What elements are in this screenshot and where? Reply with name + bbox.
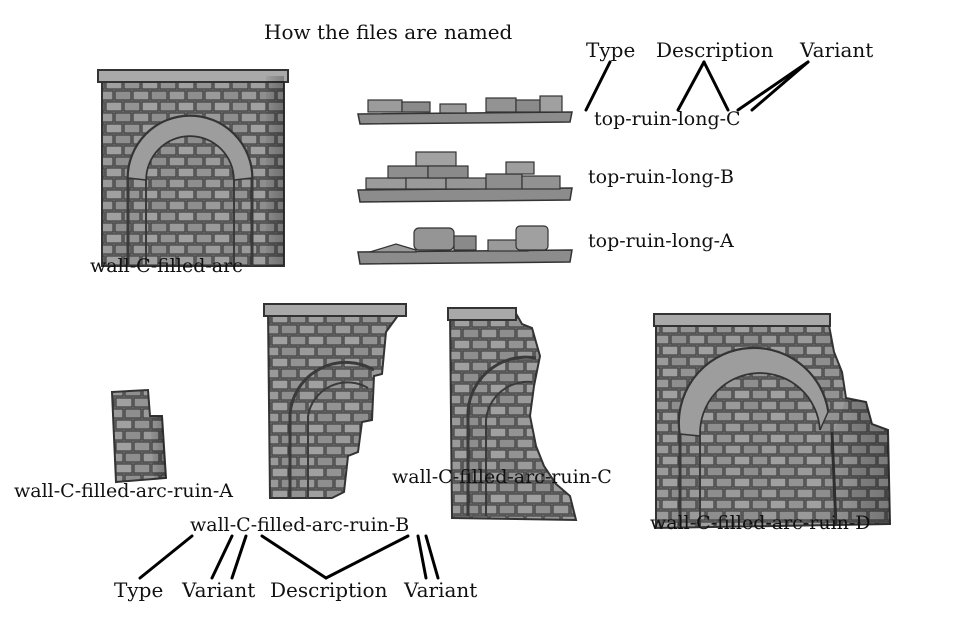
label-wall-c-filled-arc: wall-C-filled-arc <box>90 255 243 277</box>
top-ruin-long-a-model <box>357 225 573 265</box>
top-ruin-long-c-model <box>357 95 573 125</box>
label-ruin-b: wall-C-filled-arc-ruin-B <box>190 514 410 536</box>
wall-c-filled-arc-ruin-b-model <box>263 303 407 499</box>
bottom-legend-type: Type <box>114 578 164 602</box>
wall-c-filled-arc-ruin-d-model <box>653 313 892 530</box>
page-title: How the files are named <box>264 20 513 44</box>
wall-c-filled-arc-ruin-c-model <box>447 307 578 522</box>
top-legend-type: Type <box>586 38 636 62</box>
top-legend-variant: Variant <box>800 38 874 62</box>
wall-c-filled-arc-model <box>97 69 289 267</box>
label-top-ruin-long-a: top-ruin-long-A <box>588 230 734 252</box>
bottom-legend-description: Description <box>270 578 388 602</box>
label-ruin-c: wall-C-filled-arc-ruin-C <box>392 466 612 488</box>
top-legend-description: Description <box>656 38 774 62</box>
label-top-ruin-long-b: top-ruin-long-B <box>588 166 735 188</box>
label-top-ruin-long-c: top-ruin-long-C <box>594 108 741 130</box>
top-ruin-long-b-model <box>357 151 573 203</box>
wall-c-filled-arc-ruin-a-model <box>110 388 168 484</box>
bottom-legend-variant-2: Variant <box>404 578 478 602</box>
bottom-legend-variant-1: Variant <box>182 578 256 602</box>
label-ruin-d: wall-C-filled-arc-ruin-D <box>650 512 871 534</box>
label-ruin-a: wall-C-filled-arc-ruin-A <box>14 480 234 502</box>
